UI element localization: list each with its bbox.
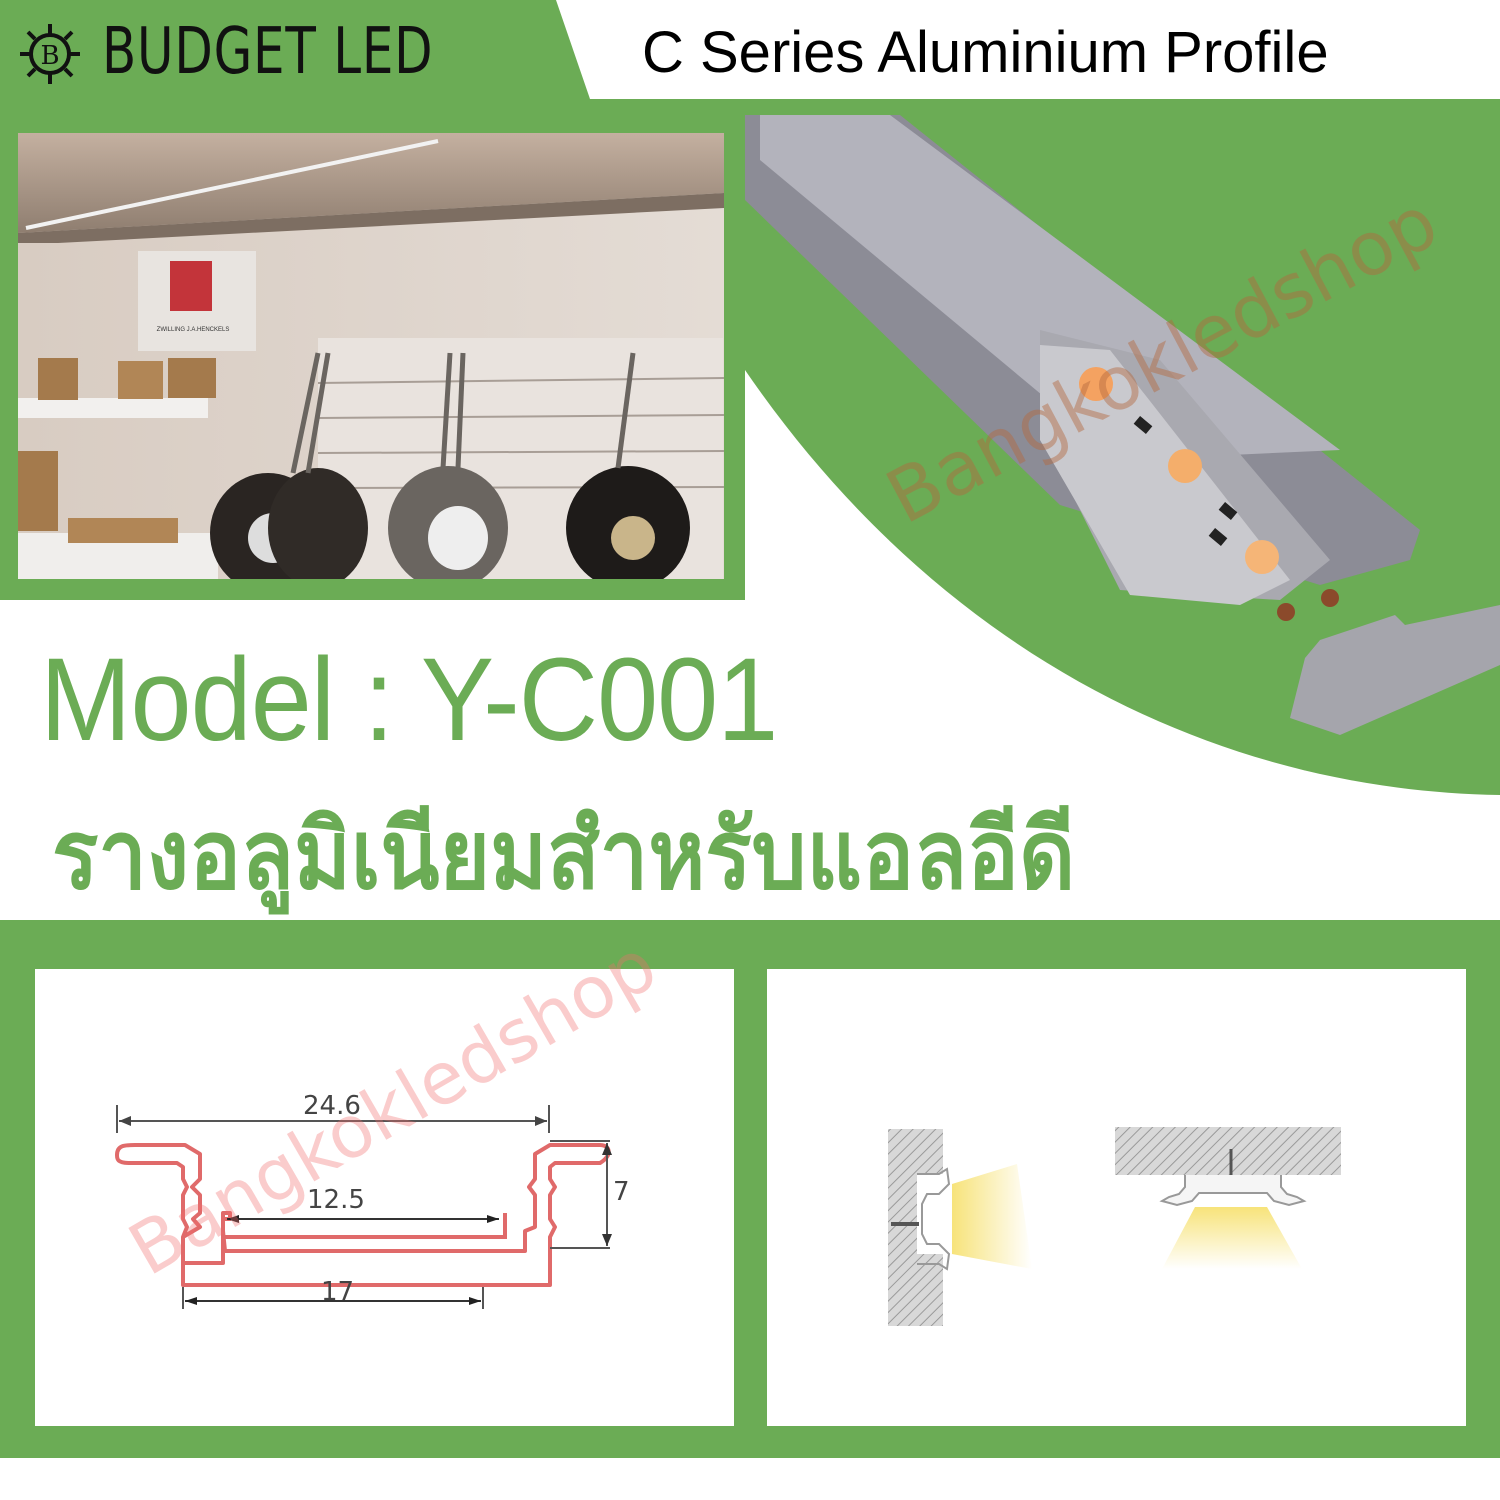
- ceiling-mount-diagram: [1115, 1127, 1341, 1269]
- aluminium-profile-image: [745, 115, 1500, 735]
- title-panel: [556, 0, 1500, 99]
- wall-mount-diagram: [888, 1129, 1032, 1326]
- dim-inner-width: 12.5: [307, 1185, 365, 1215]
- installation-diagram-panel: [767, 969, 1466, 1426]
- model-label: Model : Y-C001: [40, 634, 778, 766]
- store-display-photo: ZWILLING J.A.HENCKELS: [18, 133, 724, 579]
- dim-base-width: 17: [321, 1277, 355, 1307]
- profile-cross-section-diagram: [115, 1105, 612, 1309]
- brand-name: BUDGET LED: [102, 15, 434, 89]
- svg-text:B: B: [40, 41, 59, 71]
- thai-description: รางอลูมิเนียมสำหรับแอลอีดี: [52, 799, 1076, 911]
- svg-text:ZWILLING J.A.HENCKELS: ZWILLING J.A.HENCKELS: [157, 327, 230, 333]
- dim-height: 7: [613, 1177, 630, 1207]
- dimension-drawing-panel: 24.6 12.5 17 7 Bangkokledshop: [35, 923, 734, 1426]
- product-hero-graphic: Bangkokledshop: [745, 99, 1500, 795]
- brand-logo-icon: B: [20, 24, 80, 84]
- dim-overall-width: 24.6: [303, 1091, 361, 1121]
- installation-diagram: [888, 1127, 1341, 1326]
- series-title: C Series Aluminium Profile: [642, 20, 1329, 85]
